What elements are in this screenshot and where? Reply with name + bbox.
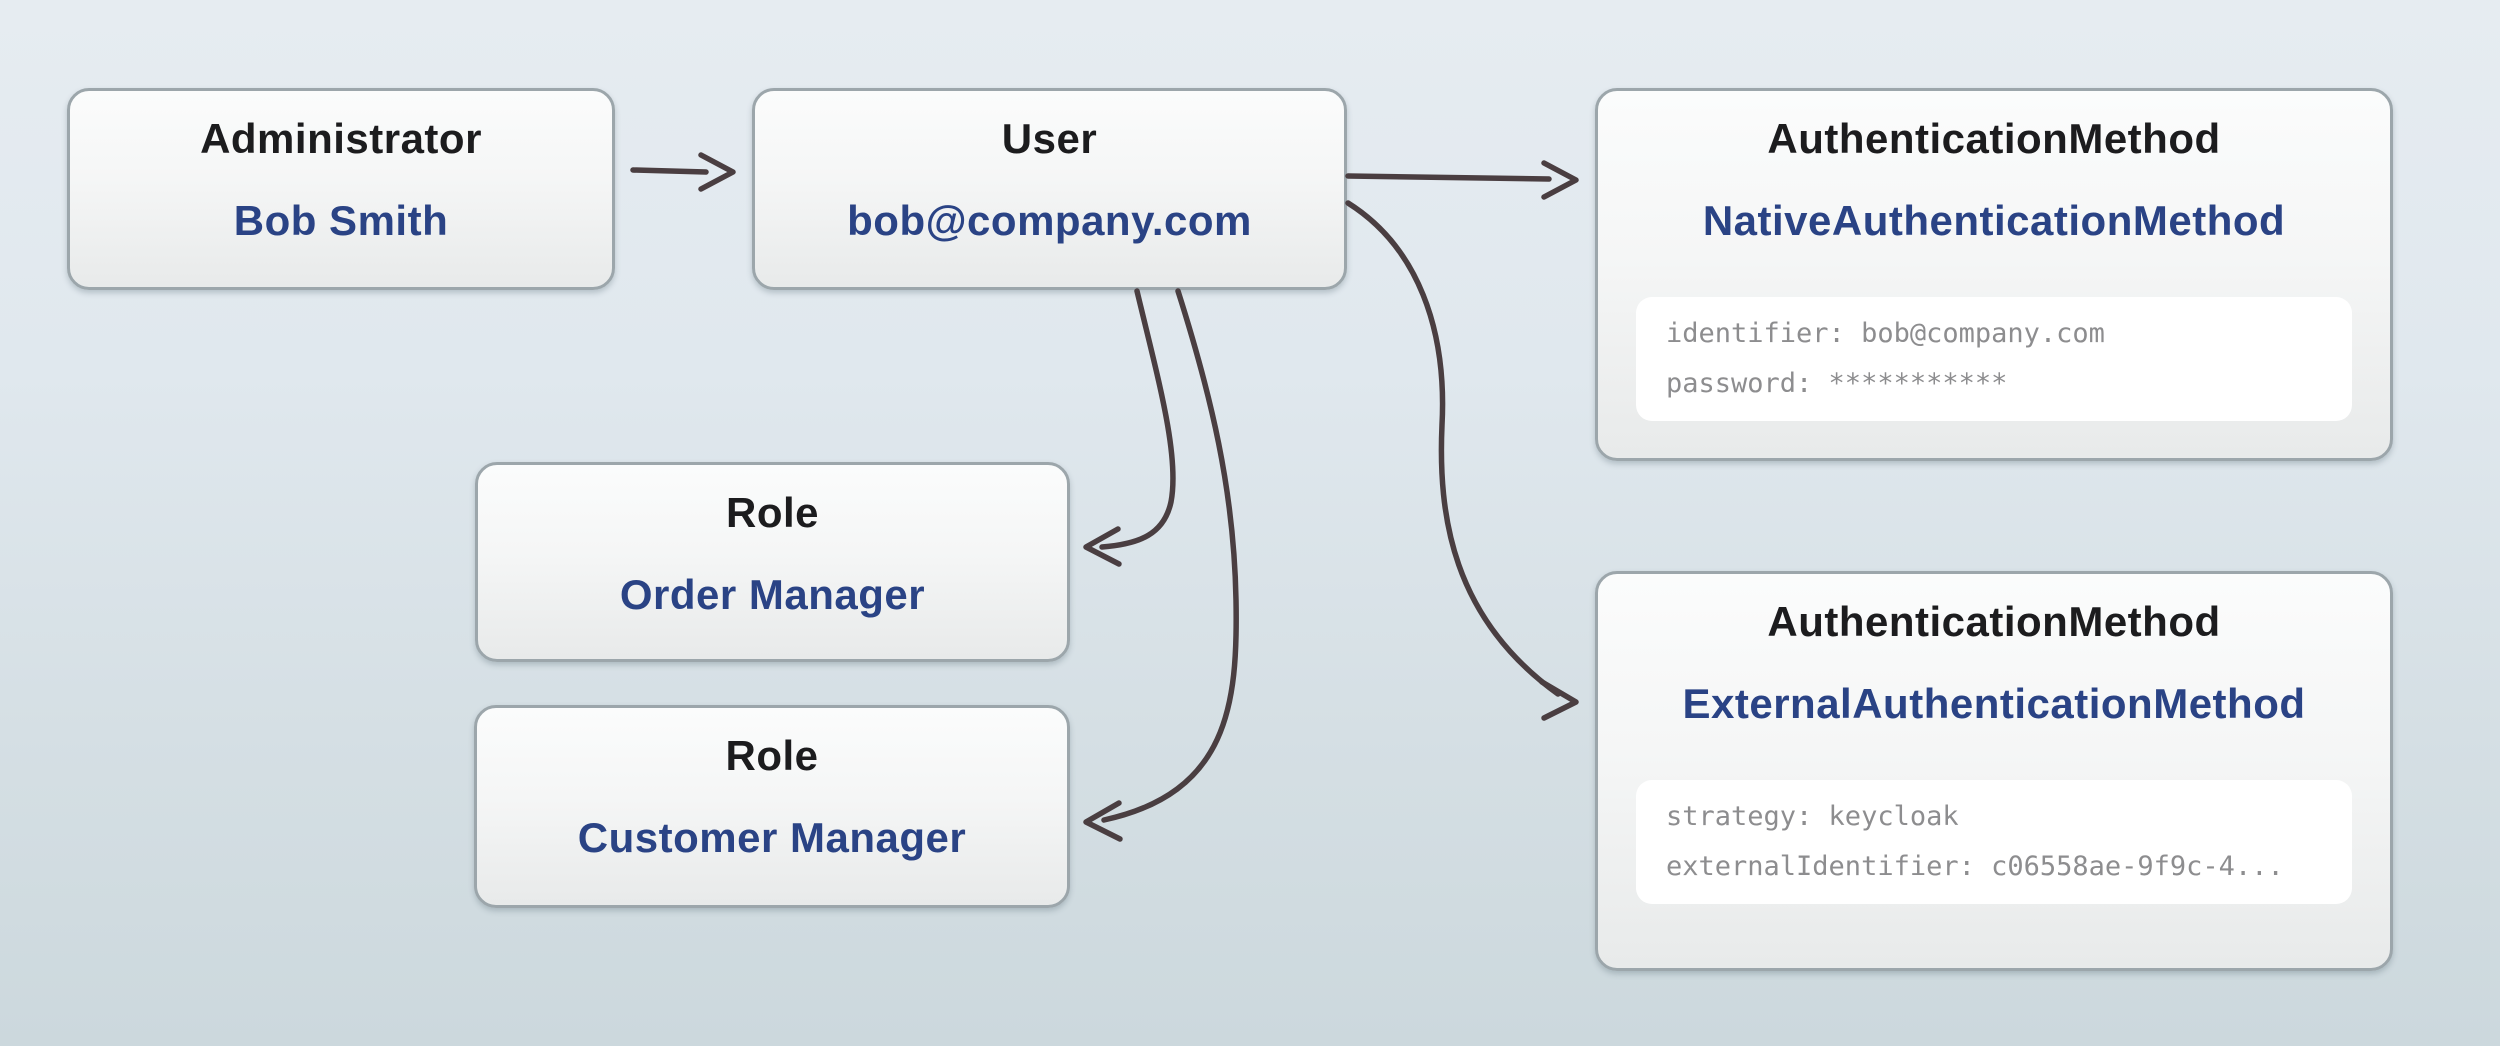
node-external-authentication-method: AuthenticationMethod ExternalAuthenticat… [1595,571,2393,971]
attribute-line: identifier: bob@company.com [1666,318,2105,349]
arrow-user-to-customer-manager-role [1083,288,1239,842]
entity-name-label: Order Manager [619,571,926,618]
node-role-customer-manager: Role Customer Manager [474,705,1070,908]
attribute-panel: strategy: keycloak externalIdentifier: c… [1636,780,2352,904]
entity-type-label: User [1001,115,1098,162]
entity-name-label: Bob Smith [233,197,449,244]
entity-name-label: Customer Manager [577,814,967,861]
attribute-panel: identifier: bob@company.com password: **… [1636,297,2352,421]
node-role-order-manager: Role Order Manager [475,462,1070,662]
entity-name-label: bob@company.com [847,197,1252,244]
arrow-user-to-external-authentication-method [1345,200,1579,721]
entity-name-label: NativeAuthenticationMethod [1702,197,2286,244]
entity-name-label: ExternalAuthenticationMethod [1682,680,2306,727]
entity-type-label: AuthenticationMethod [1767,115,2221,162]
entity-type-label: Role [725,489,819,536]
entity-type-label: Role [725,732,819,779]
arrow-administrator-to-user [630,152,736,192]
node-native-authentication-method: AuthenticationMethod NativeAuthenticatio… [1595,88,2393,461]
node-administrator: Administrator Bob Smith [67,88,615,290]
node-user: User bob@company.com [752,88,1347,290]
attribute-line: strategy: keycloak [1666,801,1959,832]
attribute-line: externalIdentifier: c06558ae-9f9c-4... [1666,851,2284,882]
entity-type-label: AuthenticationMethod [1767,598,2221,645]
arrow-user-to-order-manager-role [1083,288,1176,567]
attribute-line: password: *********** [1666,368,2008,399]
arrow-user-to-native-authentication-method [1345,160,1579,200]
entity-type-label: Administrator [200,115,482,162]
